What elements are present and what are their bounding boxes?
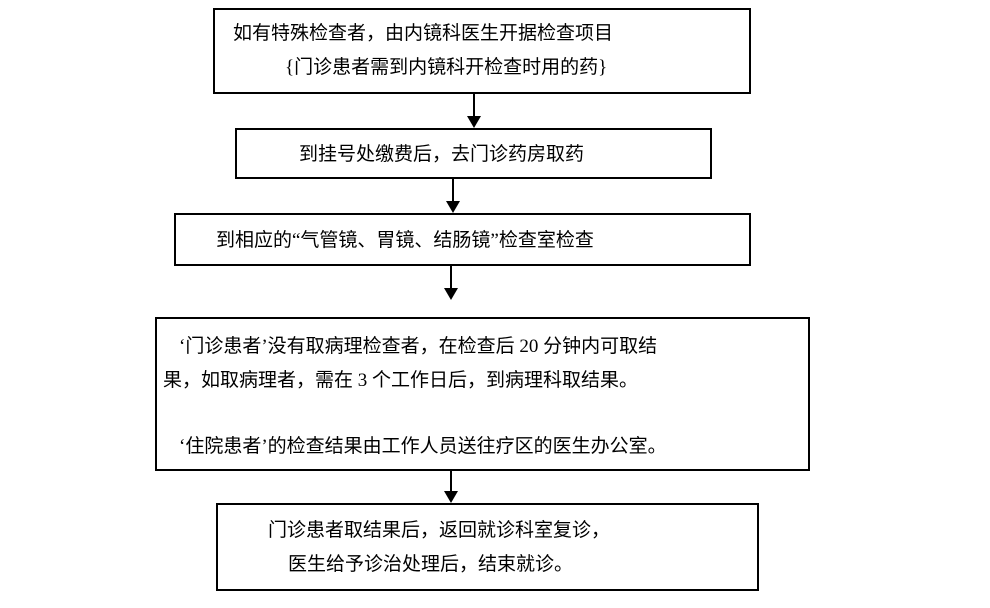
step-4-line-2: 果，如取病理者，需在 3 个工作日后，到病理科取结果。: [163, 370, 639, 391]
step-5-box: 门诊患者取结果后，返回就诊科室复诊， 医生给予诊治处理后，结束就诊。: [216, 503, 759, 591]
arrow-3-4: [444, 266, 458, 300]
step-4-line-3: ‘住院患者’的检查结果由工作人员送往疗区的医生办公室。: [179, 436, 667, 457]
step-3-box: 到相应的“气管镜、胃镜、结肠镜”检查室检查: [174, 213, 751, 266]
arrow-1-2: [467, 94, 481, 128]
step-2-box: 到挂号处缴费后，去门诊药房取药: [235, 128, 712, 179]
step-4-box: ‘门诊患者’没有取病理检查者，在检查后 20 分钟内可取结 果，如取病理者，需在…: [155, 317, 810, 471]
arrow-2-3: [446, 179, 460, 213]
step-2-line-1: 到挂号处缴费后，去门诊药房取药: [299, 144, 585, 165]
step-5-line-1: 门诊患者取结果后，返回就诊科室复诊，: [268, 520, 611, 541]
step-1-line-2: {门诊患者需到内镜科开检查时用的药}: [285, 57, 608, 78]
step-1-line-1: 如有特殊检查者，由内镜科医生开据检查项目: [233, 23, 614, 44]
step-1-box: 如有特殊检查者，由内镜科医生开据检查项目 {门诊患者需到内镜科开检查时用的药}: [213, 8, 751, 94]
step-5-line-2: 医生给予诊治处理后，结束就诊。: [288, 554, 574, 575]
step-3-line-1: 到相应的“气管镜、胃镜、结肠镜”检查室检查: [216, 230, 594, 251]
arrow-4-5: [444, 471, 458, 503]
step-4-line-1: ‘门诊患者’没有取病理检查者，在检查后 20 分钟内可取结: [179, 336, 658, 357]
